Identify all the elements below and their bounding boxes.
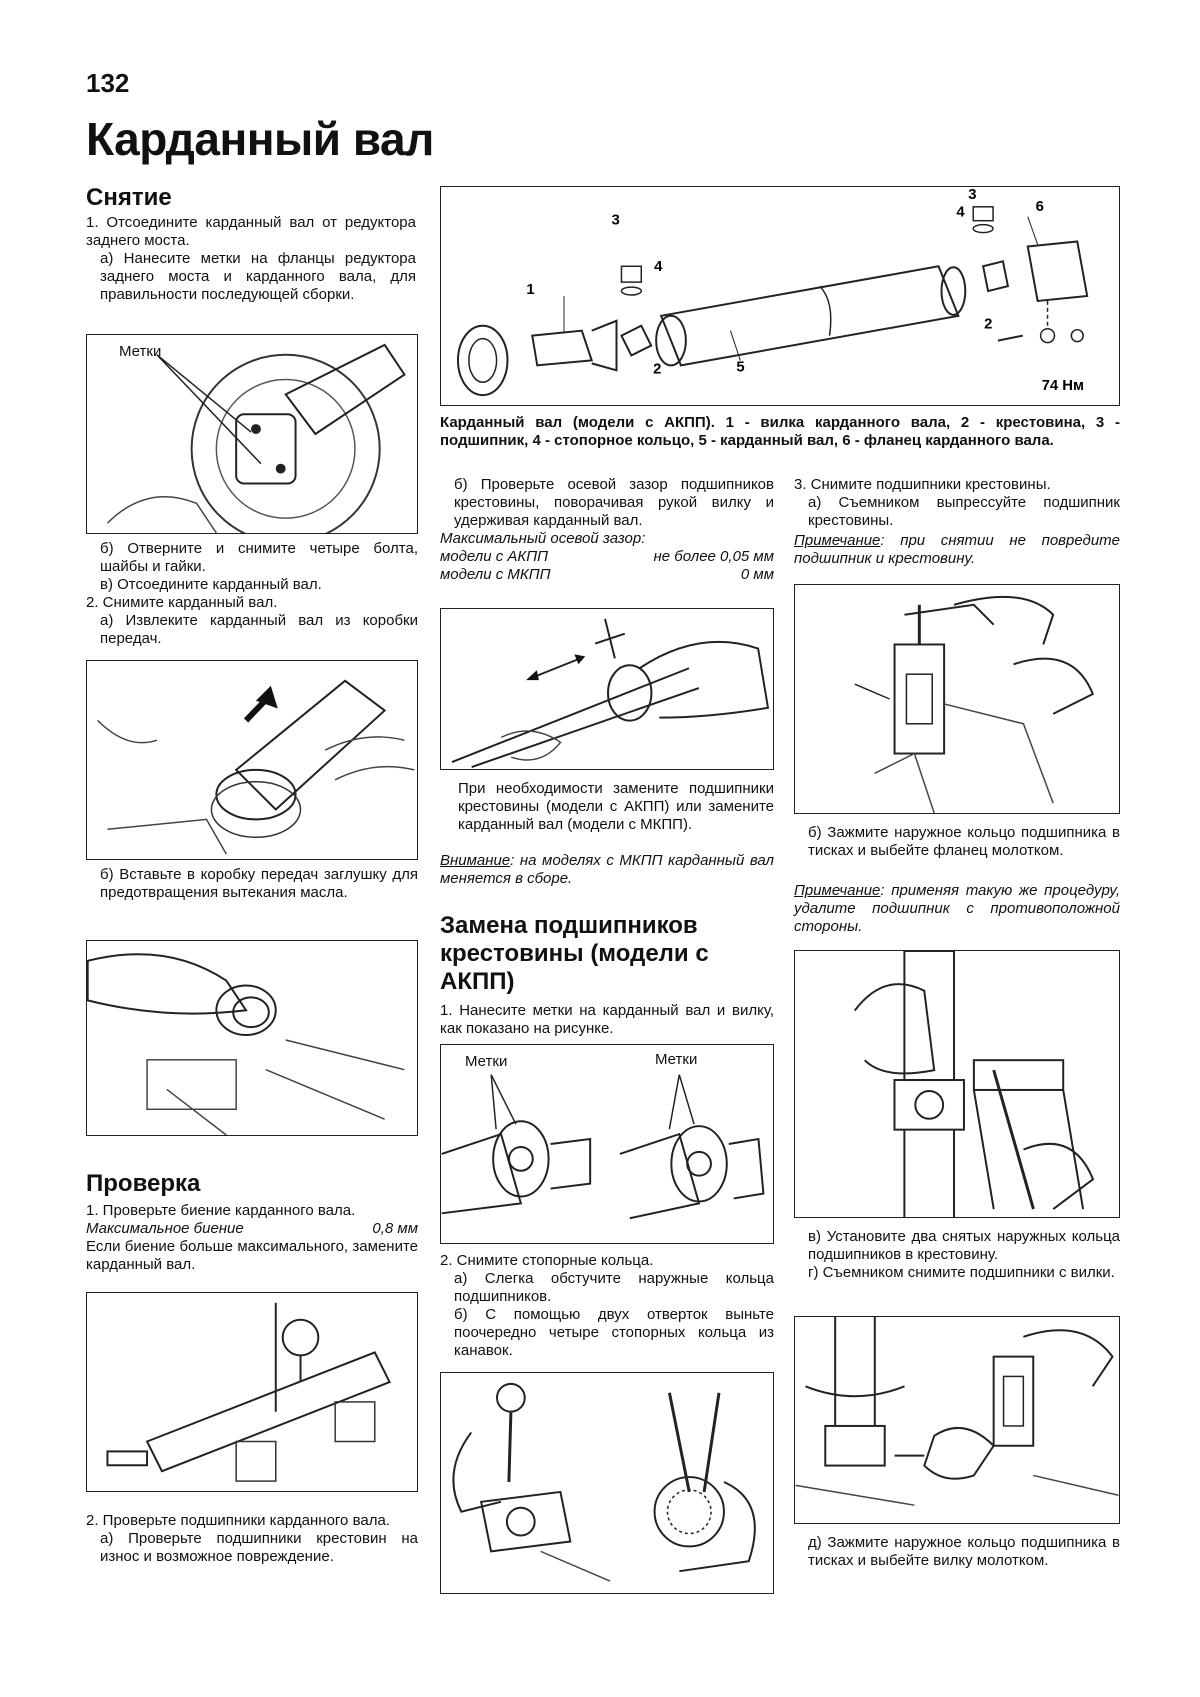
step-text: в) Установите два снятых наружных кольца… (808, 1228, 1120, 1263)
spec-label: модели с МКПП (440, 566, 551, 583)
shaft-removal-illustration (97, 679, 415, 855)
check-heading: Проверка (86, 1170, 201, 1197)
step-text: а) Нанесите метки на фланцы редуктора за… (100, 250, 416, 303)
step-text: 1. Нанесите метки на карданный вал и вил… (440, 1002, 774, 1037)
marks-illustration (441, 1074, 765, 1220)
diagram-label-3: 3 (612, 213, 620, 229)
step-text: 2. Проверьте подшипники карданного вала. (86, 1512, 390, 1529)
note-text: : применяя такую же процедуру, удалите п… (794, 882, 1120, 935)
removal-heading: Снятие (86, 184, 172, 211)
plug-illustration (87, 953, 405, 1135)
bearing-step-3: 3. Снимите подшипники крестовины. а) Съе… (794, 476, 1120, 530)
axial-play-illustration (451, 618, 770, 768)
runout-spec: Максимальное биение 0,8 мм (86, 1220, 418, 1238)
figure-axial-play (440, 608, 774, 770)
step-text: 1. Проверьте биение карданного вала. (86, 1202, 356, 1219)
diagram-label-1: 1 (526, 282, 534, 298)
diagram-label-4: 4 (654, 259, 663, 275)
snap-rings-illustration (452, 1382, 756, 1582)
removal-step-1: 1. Отсоедините карданный вал от редуктор… (86, 214, 416, 304)
bearing-heading: Замена подшипников крестовины (модели с … (440, 912, 709, 995)
diagram-label-5: 5 (736, 359, 744, 375)
step-text: а) Проверьте подшипники крестовин на изн… (100, 1530, 418, 1565)
step-text: 2. Снимите стопорные кольца. (440, 1252, 654, 1269)
spec-row-akpp: модели с АКПП не более 0,05 мм (440, 548, 774, 566)
figure-vise-yoke (794, 1316, 1120, 1524)
step-text: б) Вставьте в коробку передач заглушку д… (100, 866, 418, 901)
page-number: 132 (86, 68, 130, 98)
figure-marks: Метки Метки (440, 1044, 774, 1244)
vise-flange-illustration (853, 951, 1095, 1217)
page-title: Карданный вал (86, 113, 434, 165)
step-text: 2. Снимите карданный вал. (86, 594, 278, 611)
press-bearing-illustration (854, 595, 1095, 813)
note-label: Примечание (794, 532, 881, 549)
runout-check-illustration (106, 1302, 391, 1482)
step-text: д) Зажмите наружное кольцо подшипника в … (808, 1534, 1120, 1569)
warning-note: Внимание: на моделях с МКПП карданный ва… (440, 852, 774, 888)
figure-plug (86, 940, 418, 1136)
step-text: При необходимости замените подшипники кр… (458, 780, 774, 833)
figure-snap-rings (440, 1372, 774, 1594)
step-text: 1. Отсоедините карданный вал от редуктор… (86, 214, 416, 249)
check-step-1: 1. Проверьте биение карданного вала. Мак… (86, 1202, 418, 1274)
removal-step-2b: б) Вставьте в коробку передач заглушку д… (86, 866, 418, 902)
warning-label: Внимание (440, 852, 511, 869)
step-text: г) Съемником снимите подшипники с вилки. (808, 1264, 1115, 1281)
marks-label: Метки (119, 343, 162, 360)
replace-note: При необходимости замените подшипники кр… (458, 780, 774, 834)
spec-row-mkpp: модели с МКПП 0 мм (440, 566, 774, 584)
diagram-label-4b: 4 (956, 205, 965, 221)
diagram-label-6: 6 (1036, 199, 1044, 215)
bearing-step-3b: б) Зажмите наружное кольцо подшипника в … (794, 824, 1120, 860)
bearing-step-3v: в) Установите два снятых наружных кольца… (794, 1228, 1120, 1282)
spec-value: 0,8 мм (372, 1220, 418, 1237)
removal-substeps: б) Отверните и снимите четыре болта, шай… (86, 540, 418, 648)
spec-title: Максимальный осевой зазор: (440, 530, 646, 547)
step-text: б) С помощью двух отверток выньте поочер… (454, 1306, 774, 1359)
figure-press-bearing (794, 584, 1120, 814)
bearing-step-3d: д) Зажмите наружное кольцо подшипника в … (794, 1534, 1120, 1570)
spec-label: модели с АКПП (440, 548, 548, 565)
spec-value: 0 мм (740, 566, 774, 583)
figure-driveshaft-exploded: 1 2 3 4 5 6 2 3 4 74 Нм (440, 186, 1120, 406)
figure-vise-flange (794, 950, 1120, 1218)
step-text: в) Отсоедините карданный вал. (100, 576, 322, 593)
diagram-label-2b: 2 (984, 317, 992, 333)
check-step-2: 2. Проверьте подшипники карданного вала.… (86, 1512, 418, 1566)
diagram-label-2: 2 (653, 361, 661, 377)
step-text: а) Съемником выпрессуйте подшипник крест… (808, 494, 1120, 529)
bearing-step-2: 2. Снимите стопорные кольца. а) Слегка о… (440, 1252, 774, 1360)
figure-flange-marks: Метки (86, 334, 418, 534)
note-1: Примечание: при снятии не повредите подш… (794, 532, 1120, 568)
step-text: б) Проверьте осевой зазор подшипников кр… (454, 476, 774, 529)
warning-text: : на моделях с МКПП карданный вал меняет… (440, 852, 774, 887)
bearing-step-1: 1. Нанесите метки на карданный вал и вил… (440, 1002, 774, 1038)
note-label: Примечание (794, 882, 881, 899)
axial-play-check: б) Проверьте осевой зазор подшипников кр… (440, 476, 774, 584)
step-text: б) Отверните и снимите четыре болта, шай… (100, 540, 418, 575)
diagram-caption: Карданный вал (модели с АКПП). 1 - вилка… (440, 414, 1120, 449)
torque-label: 74 Нм (1042, 378, 1084, 394)
step-text: а) Извлеките карданный вал из коробки пе… (100, 612, 418, 647)
marks-label-left: Метки (465, 1053, 508, 1070)
step-text: б) Зажмите наружное кольцо подшипника в … (808, 824, 1120, 859)
spec-value: не более 0,05 мм (653, 548, 774, 565)
driveshaft-exploded-diagram: 1 2 3 4 5 6 2 3 4 74 Нм (456, 187, 1089, 397)
step-text: Если биение больше максимального, замени… (86, 1238, 418, 1273)
figure-shaft-removal (86, 660, 418, 860)
spec-label: Максимальное биение (86, 1220, 244, 1237)
flange-marks-illustration (106, 343, 406, 533)
diagram-label-3b: 3 (968, 187, 976, 203)
note-text: : при снятии не повредите подшипник и кр… (794, 532, 1120, 567)
vise-yoke-illustration (795, 1317, 1119, 1506)
step-text: 3. Снимите подшипники крестовины. (794, 476, 1051, 493)
note-2: Примечание: применяя такую же процедуру,… (794, 882, 1120, 936)
figure-runout-check (86, 1292, 418, 1492)
step-text: а) Слегка обстучите наружные кольца подш… (454, 1270, 774, 1305)
marks-label-right: Метки (655, 1051, 698, 1068)
